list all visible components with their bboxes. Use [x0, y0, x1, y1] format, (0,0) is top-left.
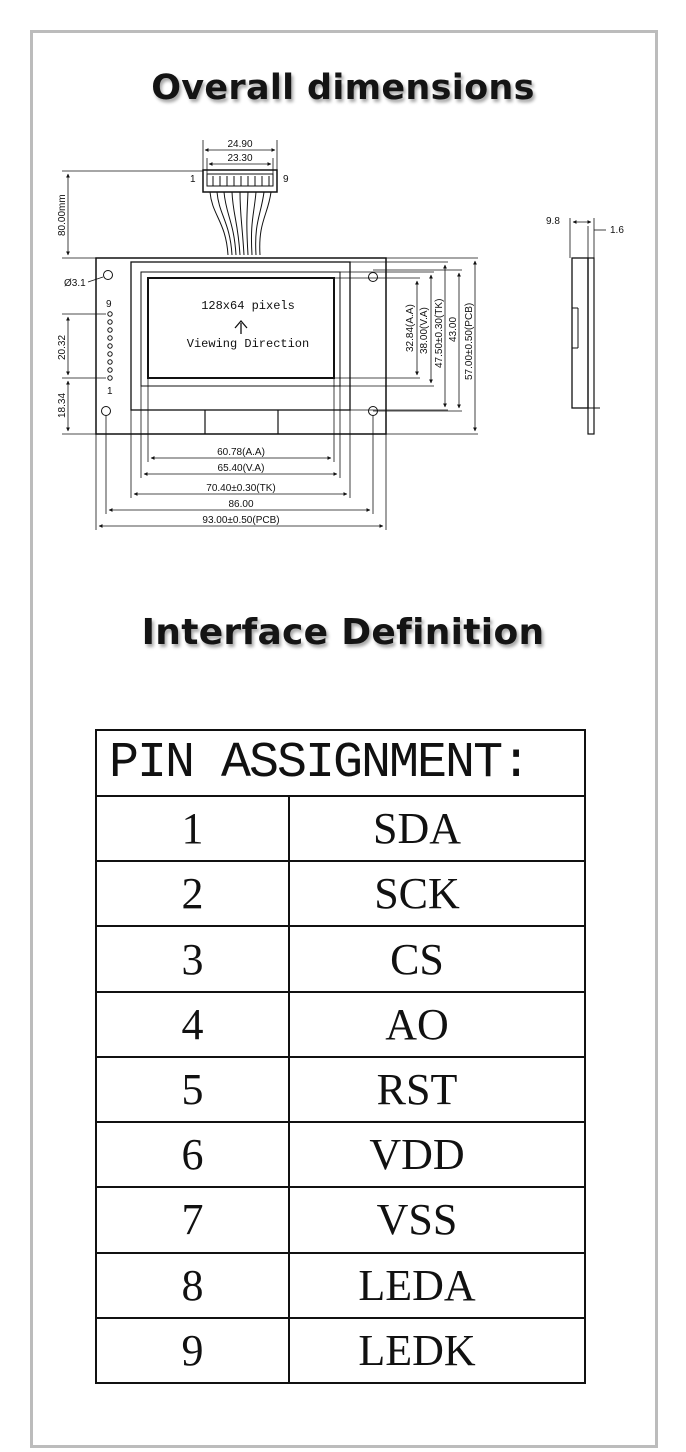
pin-last-pad-label: 9: [106, 299, 112, 310]
pin-number: 5: [97, 1057, 290, 1122]
pin-number: 9: [97, 1318, 290, 1382]
pin-first-label: 1: [190, 174, 196, 185]
lcd-aa: [147, 277, 335, 379]
pin-number: 3: [97, 927, 290, 991]
pin-number: 6: [97, 1123, 290, 1187]
cable-wires: [209, 191, 272, 256]
pin-signal: SCK: [374, 869, 460, 919]
table-row: 4 AO: [97, 992, 584, 1058]
lcd-frame: [130, 261, 351, 411]
lcd-va: [140, 271, 341, 387]
connector-inner: [206, 173, 274, 187]
pin-signal: VSS: [376, 1195, 458, 1245]
interface-definition-heading: Interface Definition: [141, 612, 545, 653]
mount-hole-tr: [368, 272, 378, 282]
page-frame: [30, 30, 658, 1448]
pin-signal: VDD: [369, 1130, 465, 1180]
connector-width-label: 24.90: [227, 139, 252, 150]
table-row: 3 CS: [97, 927, 584, 993]
lcd-caption-pixels: 128x64 pixels: [201, 299, 295, 313]
pin-assignment-table: PIN ASSIGNMENT: 1 SDA 2 SCK 3 CS 4 AO 5 …: [95, 729, 586, 1384]
pin-pads: [107, 311, 113, 381]
height-tk-label: 47.50±0.30(TK): [434, 299, 445, 368]
pin-last-label: 9: [283, 174, 289, 185]
table-row: 2 SCK: [97, 862, 584, 928]
cable-length-label: 80.00mm: [57, 194, 68, 236]
pin-signal: CS: [390, 934, 444, 984]
side-view-body: [571, 257, 589, 409]
width-va-label: 65.40(V.A): [218, 463, 265, 474]
table-row: 8 LEDA: [97, 1253, 584, 1319]
width-aa-label: 60.78(A.A): [217, 447, 265, 458]
height-aa-label: 32.84(A.A): [405, 304, 416, 352]
height-mid-label: 43.00: [448, 317, 459, 342]
pin-signal: SDA: [372, 804, 462, 854]
hole-diameter-label: Ø3.1: [64, 278, 86, 289]
height-va-label: 38.00(V.A): [419, 307, 430, 354]
height-pcb-label: 57.00±0.50(PCB): [464, 303, 475, 380]
pcb-outline: [95, 257, 387, 435]
pin-signal: RST: [376, 1064, 458, 1114]
pin-number: 7: [97, 1188, 290, 1252]
lcd-bottom-tab: [204, 410, 279, 434]
table-row: 5 RST: [97, 1057, 584, 1124]
pin-signal: LEDK: [358, 1325, 476, 1375]
connector-inner-label: 23.30: [227, 153, 252, 164]
side-view-pcb: [587, 257, 595, 435]
pin-number: 2: [97, 862, 290, 926]
connector-pins: [212, 176, 270, 186]
lcd-caption-viewing: Viewing Direction: [187, 337, 309, 351]
pin-number: 4: [97, 992, 290, 1056]
overall-dimensions-heading: Overall dimensions: [151, 68, 535, 108]
viewing-direction-arrow: [234, 320, 248, 334]
side-pcb-label: 1.6: [610, 225, 624, 236]
pin-offset-label: 18.34: [57, 393, 68, 418]
pin-number: 8: [97, 1253, 290, 1317]
width-pcb-label: 93.00±0.50(PCB): [202, 515, 279, 526]
table-row: 7 VSS: [97, 1188, 584, 1254]
pin-number: 1: [97, 797, 290, 861]
pin-span-label: 20.32: [57, 335, 68, 360]
pin-signal: AO: [385, 999, 449, 1049]
pin-signal: LEDA: [358, 1260, 476, 1310]
width-tk-label: 70.40±0.30(TK): [206, 483, 275, 494]
pin-table-title: PIN ASSIGNMENT:: [97, 731, 584, 797]
table-row: 1 SDA: [97, 797, 584, 863]
dimension-drawing: 24.90 23.30 1 9 80.00mm Ø3.1 9 1 20.32 1…: [57, 139, 624, 530]
side-thickness-label: 9.8: [546, 216, 560, 227]
table-row: 9 LEDK: [97, 1318, 584, 1382]
connector-body: [202, 169, 278, 193]
mount-hole-tl: [103, 270, 113, 280]
pin-first-pad-label: 1: [107, 386, 113, 397]
table-row: 6 VDD: [97, 1123, 584, 1189]
mount-hole-bl: [101, 406, 111, 416]
width-mid-label: 86.00: [228, 499, 253, 510]
